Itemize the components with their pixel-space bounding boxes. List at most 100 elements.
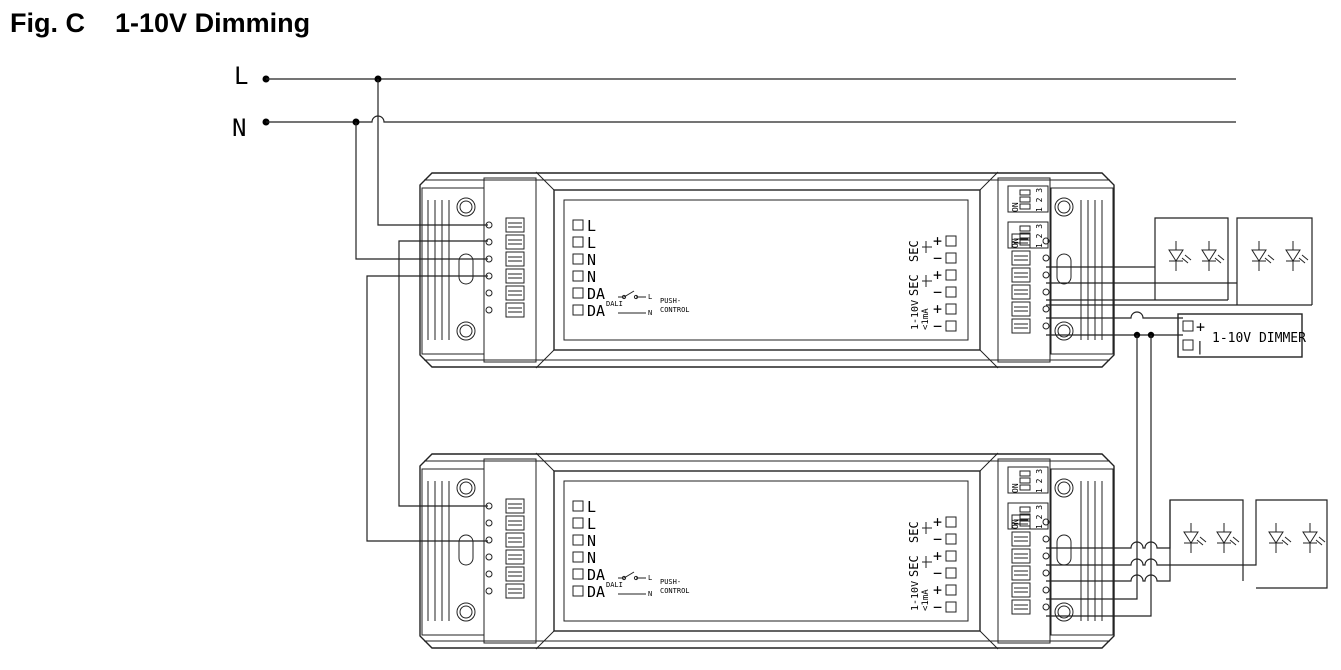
secondary-screw <box>1042 535 1050 543</box>
dip-switch-2 <box>1007 502 1049 530</box>
primary-clamp <box>505 251 525 267</box>
primary-clamp <box>505 549 525 565</box>
led-group <box>1168 240 1326 554</box>
secondary-clamp <box>1011 318 1031 334</box>
secondary-polarity: + <box>933 513 942 531</box>
primary-check <box>572 568 584 580</box>
wire-l-upper <box>377 79 488 226</box>
primary-screw <box>485 536 493 544</box>
mounting-hole-inner <box>459 324 473 338</box>
primary-terminal-label: DA <box>587 583 605 601</box>
mounting-hole <box>456 478 476 498</box>
secondary-polarity: + <box>933 266 942 284</box>
primary-screw <box>485 502 493 510</box>
led-wire-upper-a <box>1046 217 1229 300</box>
sec-label: SEC <box>907 521 921 543</box>
led-icon <box>1183 522 1207 554</box>
mounting-hole <box>1054 602 1074 622</box>
dim-label-1: 1-10V <box>910 300 921 330</box>
panel-bevel <box>535 171 999 369</box>
secondary-screw <box>1042 237 1050 245</box>
dip-numbers: 1 2 3 <box>1035 469 1044 493</box>
led-return-lower <box>1046 500 1171 582</box>
secondary-polarity: − <box>933 317 942 335</box>
dimmer-minus: | <box>1196 340 1204 355</box>
push-l: L <box>648 574 652 582</box>
dip-lever <box>1019 196 1031 203</box>
primary-terminal-label: DA <box>587 285 605 303</box>
primary-check <box>572 253 584 265</box>
push-n: N <box>648 590 652 598</box>
mounting-hole <box>1054 478 1074 498</box>
primary-terminal-label: L <box>587 217 596 235</box>
secondary-check <box>945 601 957 613</box>
primary-screw <box>485 272 493 280</box>
primary-check <box>572 500 584 512</box>
secondary-check <box>945 286 957 298</box>
mounting-hole-inner <box>1057 324 1071 338</box>
secondary-check <box>945 516 957 528</box>
secondary-clamp <box>1011 250 1031 266</box>
mounting-hole <box>456 602 476 622</box>
dip-lever <box>1019 506 1031 513</box>
primary-clamp <box>505 532 525 548</box>
led-wire-lower-b <box>1046 499 1328 589</box>
housing-rim <box>424 179 1110 361</box>
push-label-2: CONTROL <box>660 587 690 595</box>
secondary-polarity: − <box>933 598 942 616</box>
right-end-cap <box>1050 187 1114 355</box>
primary-clamp <box>505 217 525 233</box>
sec-label: SEC <box>907 274 921 296</box>
led-icon <box>1268 522 1292 554</box>
primary-terminal-label: DA <box>587 566 605 584</box>
primary-clamp <box>505 234 525 250</box>
figure-name: 1-10V Dimming <box>115 8 311 38</box>
secondary-polarity: + <box>933 232 942 250</box>
led-return-upper <box>1046 299 1312 306</box>
primary-terminal-block <box>483 177 537 363</box>
dip-lever <box>1019 232 1031 239</box>
secondary-check <box>945 550 957 562</box>
dimmer-label: 1-10V DIMMER <box>1212 331 1306 346</box>
figure-label: Fig. C <box>10 8 85 38</box>
primary-clamp <box>505 498 525 514</box>
label-area <box>563 480 969 622</box>
right-slot <box>1056 253 1072 285</box>
secondary-check <box>945 269 957 281</box>
sec-label: SEC <box>907 555 921 577</box>
switch-contact <box>633 575 639 581</box>
secondary-screw <box>1042 271 1050 279</box>
led-wire-upper-b <box>1046 217 1313 305</box>
primary-clamp <box>505 583 525 599</box>
primary-check <box>572 287 584 299</box>
secondary-check <box>945 252 957 264</box>
switch-contact <box>621 294 627 300</box>
mounting-hole-inner <box>1057 481 1071 495</box>
dip-on: ON <box>1011 483 1020 493</box>
secondary-screw <box>1042 586 1050 594</box>
dip-numbers: 1 2 3 <box>1035 224 1044 248</box>
primary-screw <box>485 306 493 314</box>
dip-lever <box>1019 203 1031 210</box>
led-icon <box>1216 522 1240 554</box>
dip-lever <box>1019 520 1031 527</box>
secondary-check <box>945 584 957 596</box>
primary-screw <box>485 289 493 297</box>
switch-contact <box>621 575 627 581</box>
primary-terminal-label: N <box>587 268 596 286</box>
mounting-hole <box>1054 321 1074 341</box>
push-label-1: PUSH- <box>660 578 681 586</box>
primary-screw <box>485 238 493 246</box>
primary-check <box>572 270 584 282</box>
secondary-check <box>945 567 957 579</box>
dimmer-minus-terminal <box>1182 339 1194 351</box>
primary-clamp <box>505 566 525 582</box>
secondary-screw <box>1042 552 1050 560</box>
center-panel <box>553 189 981 351</box>
primary-terminal-label: L <box>587 234 596 252</box>
led-icon <box>1168 240 1192 272</box>
primary-check <box>572 517 584 529</box>
led-icon <box>1285 240 1309 272</box>
secondary-polarity: − <box>933 564 942 582</box>
dip-lever <box>1019 513 1031 520</box>
